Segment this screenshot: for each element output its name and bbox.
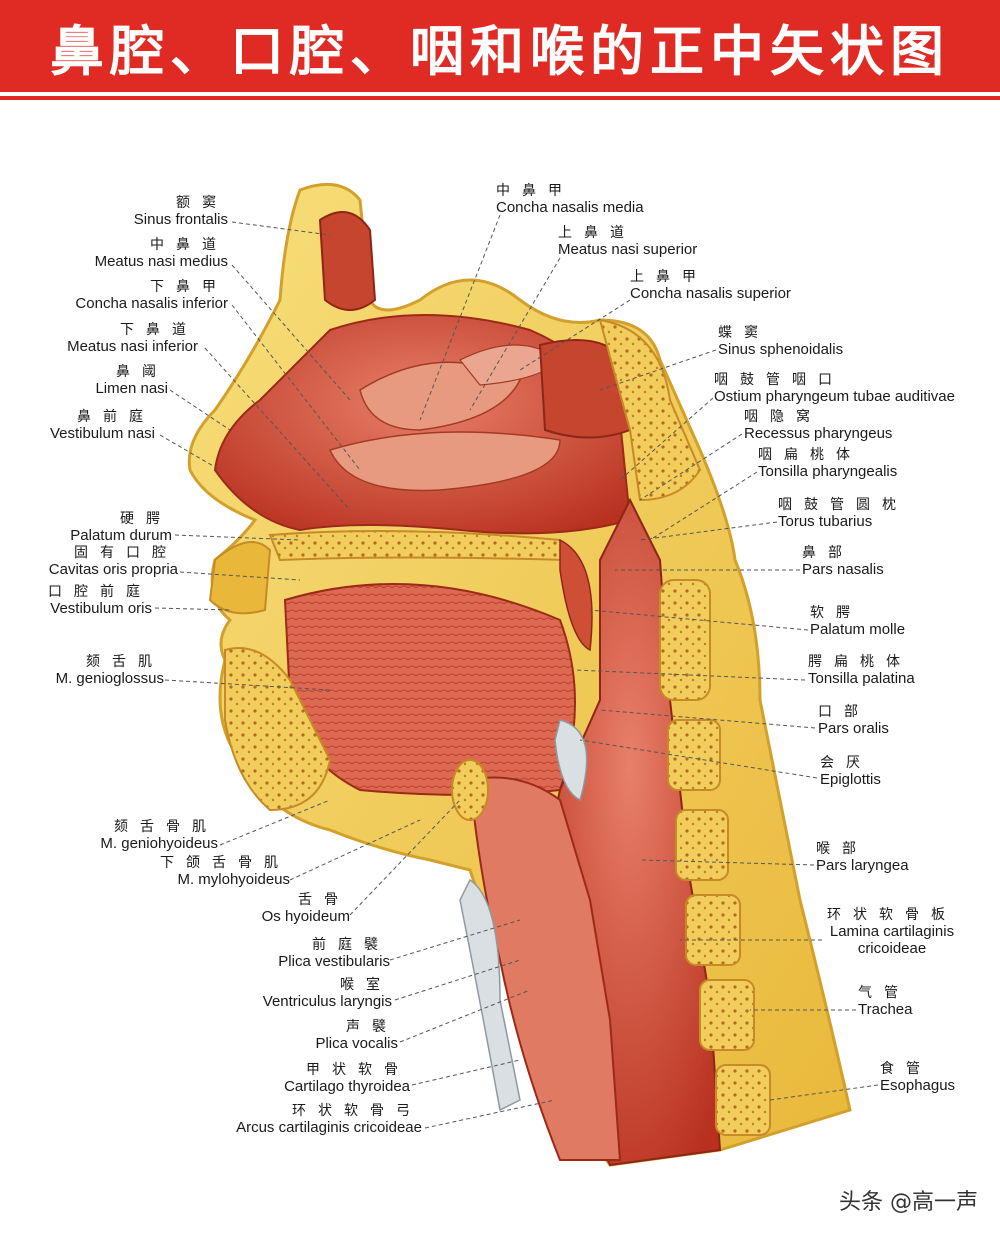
label-palatum-durum: 硬腭 Palatum durum xyxy=(70,511,172,544)
label-tonsilla-pharyngealis: 咽扁桃体 Tonsilla pharyngealis xyxy=(758,447,898,480)
label-m-mylohyoideus: 下颌舌骨肌 M. mylohyoideus xyxy=(160,855,290,888)
label-recessus-pharyngeus: 咽隐窝 Recessus pharyngeus xyxy=(744,409,893,442)
leader-lines xyxy=(154,214,879,1129)
soft-palate xyxy=(559,538,593,652)
label-os-hyoideum: 舌骨 Os hyoideum xyxy=(261,892,350,925)
larynx xyxy=(468,776,622,1161)
label-lamina-cartilaginis-cricoideae: 环状软骨板 Lamina cartilaginis cricoideae xyxy=(827,907,957,957)
label-concha-nasalis-superior: 上鼻甲 Concha nasalis superior xyxy=(630,269,791,302)
vertebrae xyxy=(659,579,771,1136)
label-concha-nasalis-media: 中鼻甲 Concha nasalis media xyxy=(496,183,644,216)
page-title: 鼻腔、口腔、咽和喉的正中矢状图 xyxy=(50,19,950,83)
concha-inferior xyxy=(328,431,561,492)
label-trachea: 气管 Trachea xyxy=(858,985,913,1018)
label-cavitas-oris-propria: 固有口腔 Cavitas oris propria xyxy=(48,545,178,578)
label-pars-oralis: 口部 Pars oralis xyxy=(818,704,889,737)
title-banner: 鼻腔、口腔、咽和喉的正中矢状图 xyxy=(0,0,1000,92)
hyoid-bone xyxy=(451,759,489,821)
label-palatum-molle: 软腭 Palatum molle xyxy=(810,605,906,638)
upper-lip xyxy=(208,541,272,615)
label-epiglottis: 会厌 Epiglottis xyxy=(820,755,881,788)
epiglottis-shape xyxy=(554,719,588,802)
label-cartilago-thyroidea: 甲状软骨 Cartilago thyroidea xyxy=(284,1062,410,1095)
label-ventriculus-laryngis: 喉室 Ventriculus laryngis xyxy=(262,977,392,1010)
label-tonsilla-palatina: 腭扁桃体 Tonsilla palatina xyxy=(808,654,915,687)
label-esophagus: 食管 Esophagus xyxy=(880,1061,956,1094)
watermark: 头条 @高一声 xyxy=(839,1190,978,1215)
skull-base xyxy=(598,318,702,502)
label-sinus-frontalis: 额窦 Sinus frontalis xyxy=(133,195,228,228)
thyroid-cartilage xyxy=(459,878,521,1112)
label-plica-vocalis: 声襞 Plica vocalis xyxy=(315,1019,398,1052)
label-ostium-pharyngeum: 咽鼓管咽口 Ostium pharyngeum tubae auditivae xyxy=(714,372,955,405)
label-sinus-sphenoidalis: 蝶窦 Sinus sphenoidalis xyxy=(718,325,844,358)
label-vestibulum-nasi: 鼻前庭 Vestibulum nasi xyxy=(49,409,155,442)
label-concha-nasalis-inferior: 下鼻甲 Concha nasalis inferior xyxy=(75,279,228,312)
label-pars-nasalis: 鼻部 Pars nasalis xyxy=(802,545,884,578)
label-arcus-cartilaginis-cricoideae: 环状软骨弓 Arcus cartilaginis cricoideae xyxy=(236,1103,422,1136)
label-meatus-nasi-superior: 上鼻道 Meatus nasi superior xyxy=(558,225,698,258)
title-underline xyxy=(0,96,1000,100)
label-plica-vestibularis: 前庭襞 Plica vestibularis xyxy=(278,937,390,970)
label-meatus-nasi-inferior: 下鼻道 Meatus nasi inferior xyxy=(67,322,198,355)
sagittal-section-illustration xyxy=(154,182,879,1167)
label-vestibulum-oris: 口腔前庭 Vestibulum oris xyxy=(48,584,152,617)
label-pars-laryngea: 喉部 Pars laryngea xyxy=(816,841,909,874)
label-torus-tubarius: 咽鼓管圆枕 Torus tubarius xyxy=(778,497,908,530)
label-m-geniohyoideus: 颏舌骨肌 M. geniohyoideus xyxy=(100,819,218,852)
label-m-genioglossus: 颏舌肌 M. genioglossus xyxy=(55,654,164,687)
lower-lip-mandible xyxy=(224,647,332,812)
label-limen-nasi: 鼻阈 Limen nasi xyxy=(95,364,168,397)
frontal-sinus xyxy=(318,211,377,311)
label-meatus-nasi-medius: 中鼻道 Meatus nasi medius xyxy=(94,237,228,270)
